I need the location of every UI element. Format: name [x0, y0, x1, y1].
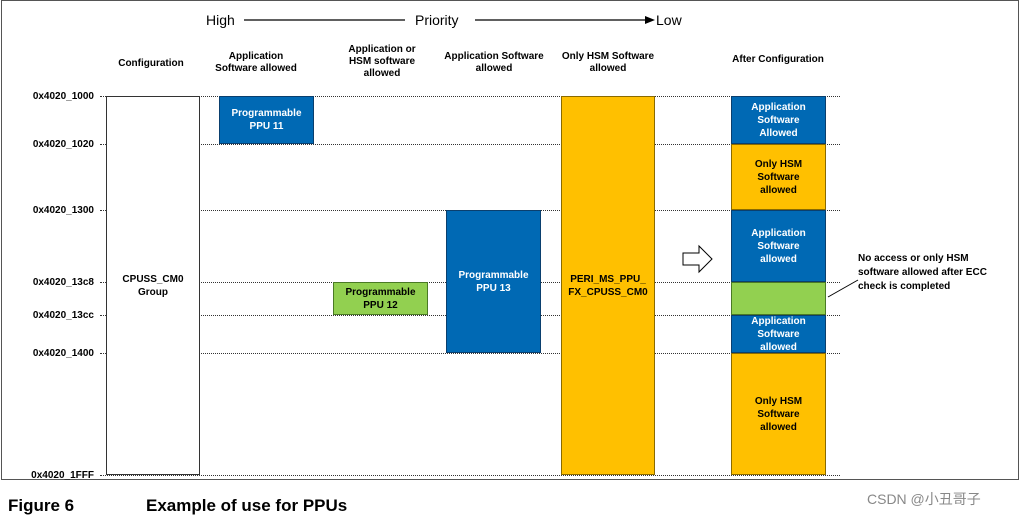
address-label: 0x4020_1400 [32, 348, 94, 359]
ppu13-label: Programmable PPU 13 [458, 270, 529, 294]
ppu13-block: Programmable PPU 13 [446, 210, 541, 353]
header-configuration: Configuration [118, 58, 184, 69]
after-segment-label: Only HSM Software allowed [754, 395, 803, 433]
after-segment-app: Application Software allowed [731, 210, 826, 282]
ppu11-label: Programmable PPU 11 [231, 108, 302, 132]
boundary-line [100, 96, 840, 97]
after-segment-app: Application Software Allowed [731, 96, 826, 144]
peri-ms-ppu-block: PERI_MS_PPU_FX_CPUSS_CM0 [561, 96, 655, 475]
figure-frame [1, 0, 1019, 480]
header-only-hsm: Only HSM Software allowed [561, 51, 655, 74]
boundary-line [100, 353, 840, 354]
priority-high-label: High [206, 12, 235, 28]
boundary-line [100, 144, 840, 145]
address-label: 0x4020_1020 [32, 139, 94, 150]
priority-arrow [244, 16, 655, 24]
cpuss-group-block: CPUSS_CM0 Group [106, 96, 200, 475]
figure-title: Example of use for PPUs [146, 496, 348, 515]
address-label: 0x4020_1FFF [31, 470, 94, 481]
figure-number: Figure 6 [8, 496, 75, 515]
after-segment-label: Application Software allowed [751, 227, 806, 265]
watermark: CSDN @小丑哥子 [867, 491, 981, 507]
after-segment-hsm: Only HSM Software allowed [731, 144, 826, 210]
address-label: 0x4020_1000 [32, 91, 94, 102]
header-app-or-hsm: Application or HSM software allowed [348, 44, 416, 79]
peri-ms-ppu-label: PERI_MS_PPU_FX_CPUSS_CM0 [568, 273, 648, 298]
address-label: 0x4020_13c8 [32, 277, 94, 288]
after-segment-label: Only HSM Software allowed [754, 158, 803, 196]
cpuss-group-label: CPUSS_CM0 Group [122, 273, 184, 298]
header-app-allowed: Application Software allowed [215, 51, 297, 74]
ppu11-block: Programmable PPU 11 [219, 96, 314, 144]
ppu12-block: Programmable PPU 12 [333, 282, 428, 315]
after-segment-label: Application Software Allowed [751, 101, 806, 139]
ppu12-label: Programmable PPU 12 [345, 286, 416, 311]
header-after-configuration: After Configuration [732, 54, 824, 65]
after-segment-hsm: Only HSM Software allowed [731, 353, 826, 475]
after-segment-label: Application Software allowed [751, 315, 806, 353]
priority-label: Priority [415, 12, 459, 28]
ecc-note: No access or only HSM software allowed a… [858, 253, 987, 292]
address-label: 0x4020_1300 [32, 205, 94, 216]
priority-low-label: Low [656, 12, 682, 28]
after-segment-no-access [731, 282, 826, 315]
address-label: 0x4020_13cc [32, 310, 94, 321]
boundary-line [100, 475, 840, 476]
right-arrow-icon [682, 244, 713, 274]
after-segment-app: Application Software allowed [731, 315, 826, 353]
note-pointer [827, 279, 859, 298]
header-app-allowed-2: Application Software allowed [444, 51, 544, 74]
